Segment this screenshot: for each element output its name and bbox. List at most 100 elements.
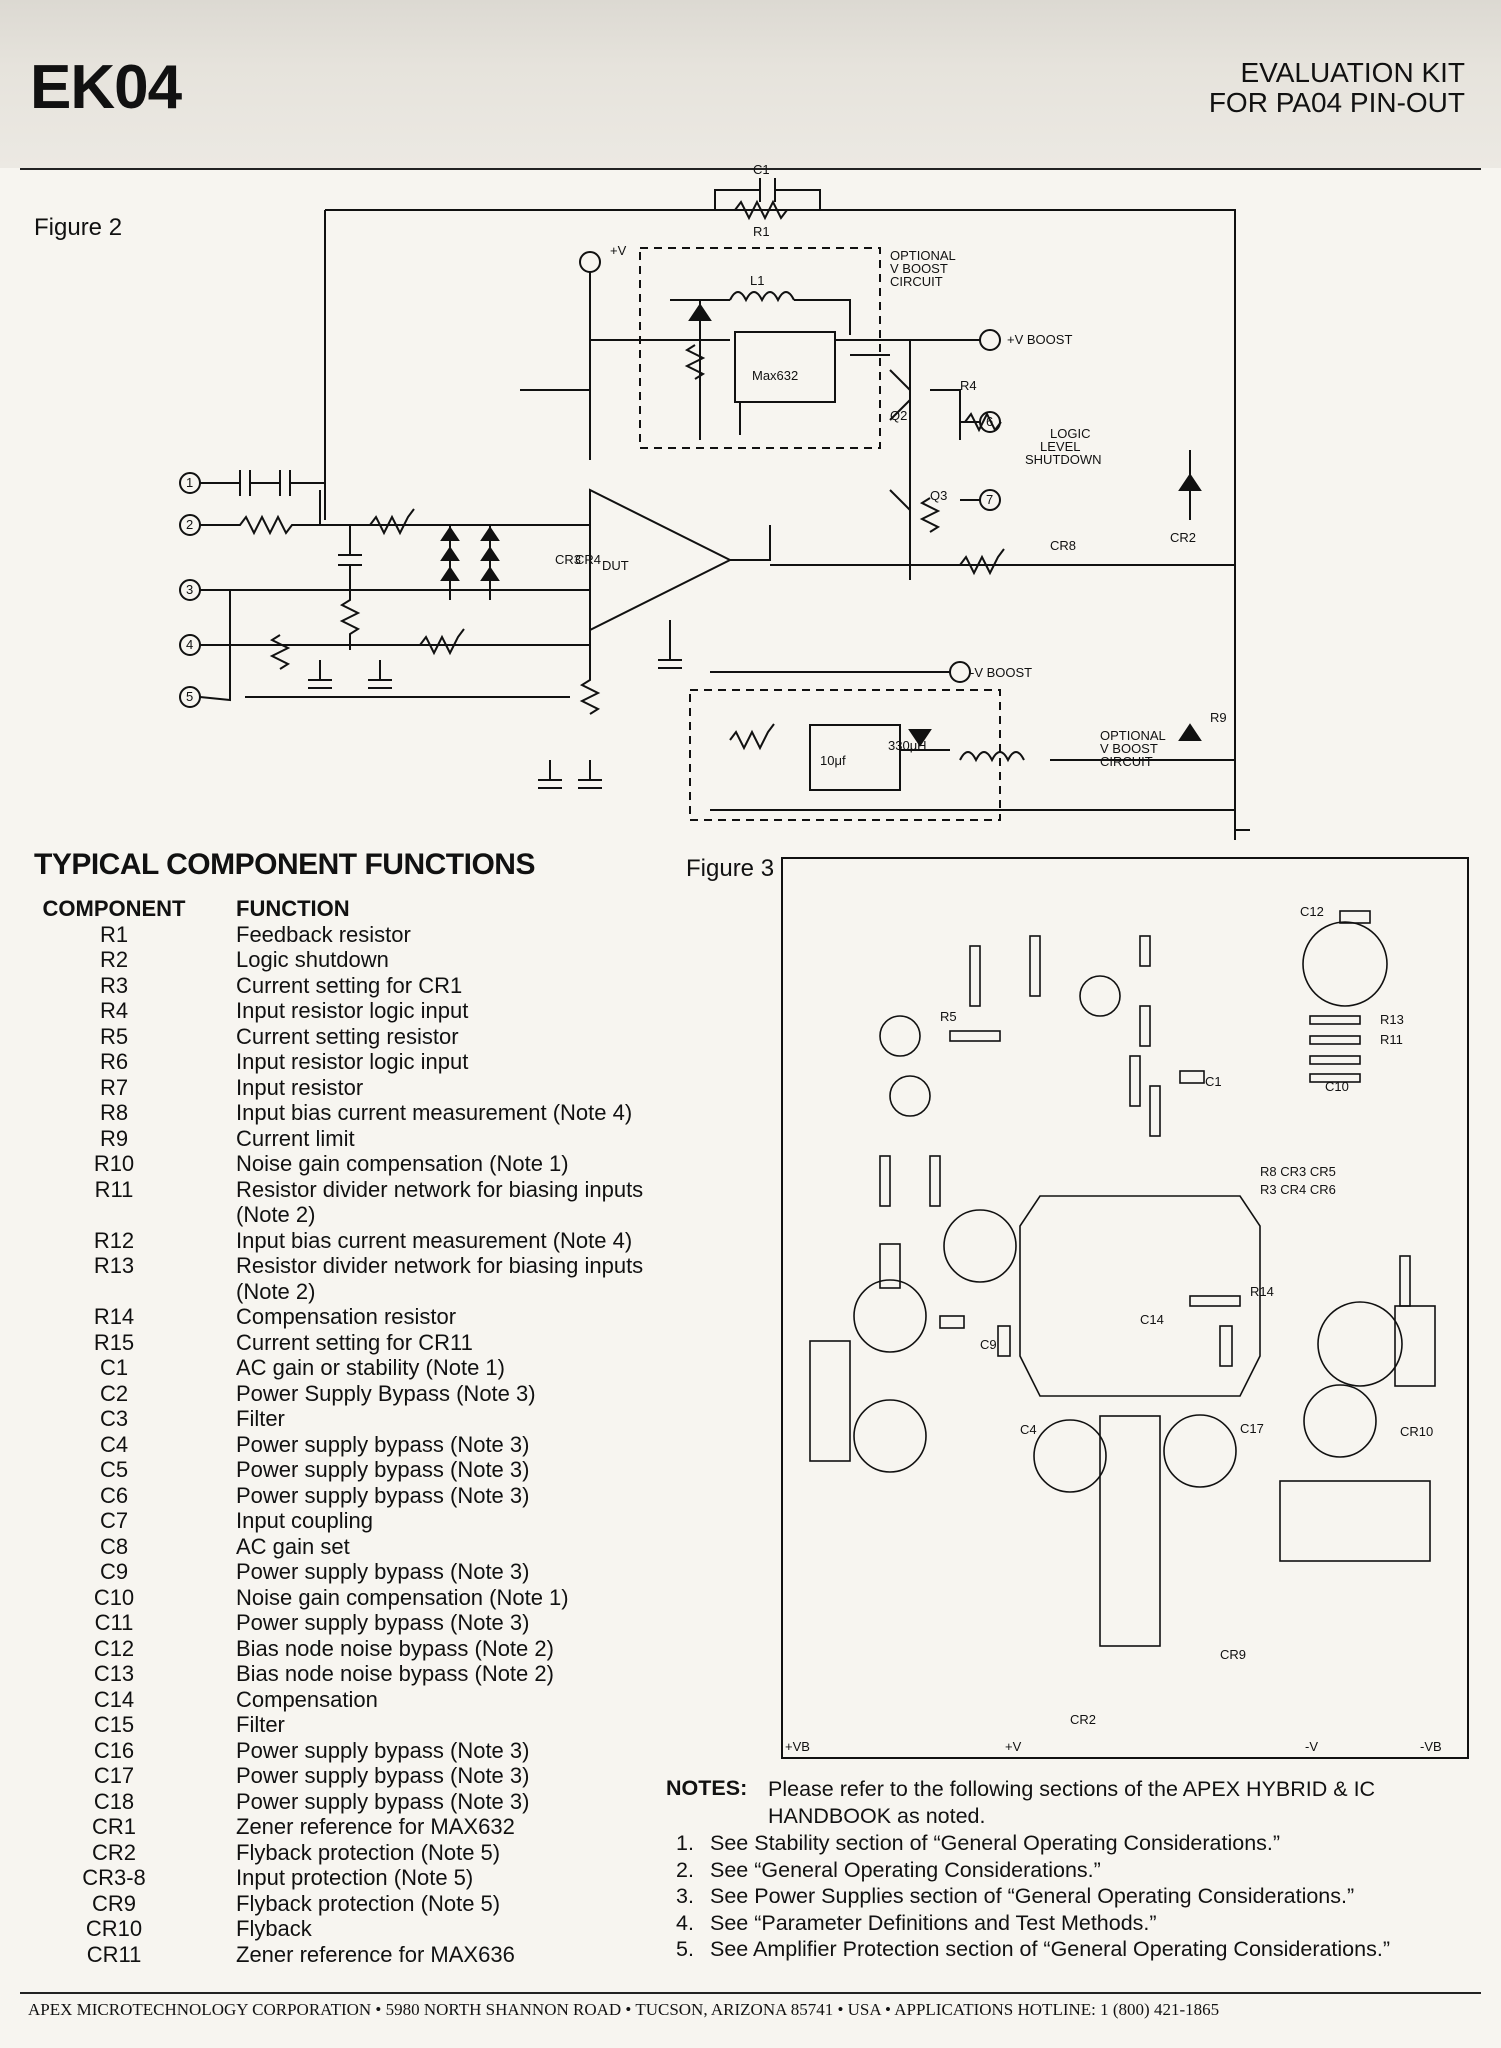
board-r13: R13 — [1380, 1012, 1404, 1027]
component-ref: C2 — [99, 1380, 129, 1406]
q2-label: R4 — [960, 378, 977, 393]
component-function: Power supply bypass (Note 3) — [236, 1788, 530, 1814]
component-function: Flyback protection (Note 5) — [236, 1839, 501, 1865]
component-function: Compensation — [236, 1686, 378, 1712]
title-line-1: EVALUATION KIT — [1240, 57, 1465, 88]
component-ref: C9 — [99, 1559, 129, 1584]
c1-label: C1 — [753, 162, 770, 177]
document-title: EVALUATION KIT FOR PA04 PIN-OUT — [1209, 58, 1465, 118]
figure-3-board-layout: +VB +V -V -VB C12 R13 R11 C10 C1 R8 CR3 … — [781, 857, 1469, 1759]
l1-label: L1 — [750, 273, 764, 288]
component-ref: C7 — [99, 1508, 129, 1533]
table-row: C10 Noise gain compensation (Note 1) — [34, 1585, 714, 1611]
component-ref: R11 — [94, 1176, 134, 1202]
note-number: 5. — [676, 1937, 694, 1961]
component-ref: C8 — [99, 1533, 129, 1559]
component-ref: R12 — [93, 1227, 135, 1253]
cr2-label: CR2 — [1170, 530, 1196, 545]
component-ref: C15 — [93, 1712, 135, 1737]
board-label-minus-v: -V — [1305, 1739, 1318, 1754]
note-text: See “General Operating Considerations.” — [710, 1857, 1101, 1882]
component-function: Current limit — [236, 1125, 355, 1151]
component-ref: R8 — [99, 1100, 129, 1125]
board-r14: R14 — [1250, 1284, 1274, 1299]
component-ref: CR2 — [91, 1839, 136, 1865]
table-row: R8 Input bias current measurement (Note 4… — [34, 1100, 714, 1126]
table-row: C9 Power supply bypass (Note 3) — [34, 1559, 714, 1585]
component-function: Zener reference for MAX636 — [236, 1941, 515, 1967]
note-item: 3.See Power Supplies section of “General… — [666, 1883, 1486, 1910]
component-ref: CR3-8 — [82, 1865, 146, 1890]
pin-1: 1 — [186, 475, 193, 490]
board-cr4-6-8: R3 CR4 CR6 — [1260, 1182, 1336, 1197]
board-c12: C12 — [1300, 904, 1324, 919]
optional-boost-bottom-line1: OPTIONAL — [1100, 728, 1166, 743]
component-function: Power supply bypass (Note 3) — [236, 1763, 530, 1788]
component-function: AC gain set — [236, 1533, 350, 1559]
board-r10: C10 — [1325, 1079, 1349, 1094]
note-number: 4. — [676, 1910, 694, 1935]
component-ref: C18 — [93, 1788, 135, 1814]
notes-header: NOTES: Please refer to the following sec… — [666, 1776, 1486, 1830]
note-item: 4.See “Parameter Definitions and Test Me… — [666, 1910, 1486, 1937]
header-divider — [20, 168, 1481, 170]
component-function: Compensation resistor — [236, 1304, 457, 1329]
component-function: Logic shutdown — [236, 947, 389, 972]
component-ref: C14 — [93, 1686, 135, 1712]
board-c14: C14 — [1140, 1312, 1164, 1327]
component-ref: C3 — [99, 1406, 129, 1431]
pin-6: 6 — [986, 414, 993, 429]
logic-line2: LEVEL — [1040, 439, 1080, 454]
component-function: Input bias current measurement (Note 4) — [236, 1100, 633, 1125]
table-row: C8 AC gain set — [34, 1534, 714, 1560]
component-function: Power supply bypass (Note 3) — [236, 1610, 530, 1635]
title-line-2: FOR PA04 PIN-OUT — [1208, 87, 1465, 118]
component-ref: CR11 — [86, 1941, 142, 1967]
optional-boost-bottom-line2: V BOOST — [1100, 741, 1158, 756]
board-c17: C17 — [1240, 1421, 1264, 1436]
component-function: Input protection (Note 5) — [236, 1865, 474, 1890]
component-ref: C16 — [93, 1737, 135, 1763]
component-function: Filter — [236, 1406, 285, 1431]
board-cr6: CR4 — [1280, 1182, 1306, 1197]
max632-label: Max632 — [752, 368, 798, 383]
component-ref: C17 — [93, 1763, 135, 1788]
table-row: CR3-8 Input protection (Note 5) — [34, 1865, 714, 1891]
r1-label: R1 — [753, 224, 770, 239]
component-function: Power supply bypass (Note 3) — [236, 1559, 530, 1584]
optional-boost-line2: V BOOST — [890, 261, 948, 276]
component-function: Current setting for CR11 — [236, 1329, 473, 1355]
component-function: Power supply bypass (Note 3) — [236, 1457, 530, 1482]
note-item: 1.See Stability section of “General Oper… — [666, 1830, 1486, 1857]
component-function: Resistor divider network for biasing inp… — [236, 1253, 644, 1304]
note-number: 3. — [676, 1884, 694, 1908]
table-header: COMPONENT FUNCTION — [34, 896, 714, 922]
component-ref: C10 — [93, 1584, 135, 1610]
component-ref: C6 — [99, 1482, 129, 1508]
component-ref: C12 — [93, 1635, 135, 1661]
logic-line1: LOGIC — [1050, 426, 1090, 441]
note-number: 2. — [676, 1857, 694, 1882]
component-function: Resistor divider network for biasing inp… — [236, 1176, 644, 1228]
board-cr10: CR10 — [1400, 1424, 1433, 1439]
column-header-component: COMPONENT — [42, 896, 186, 921]
note-item: 5.See Amplifier Protection section of “G… — [666, 1936, 1486, 1963]
board-r11: R11 — [1380, 1032, 1403, 1047]
component-function: Noise gain compensation (Note 1) — [236, 1584, 569, 1610]
cr4-label: CR4 — [575, 552, 601, 567]
component-ref: R7 — [99, 1074, 129, 1100]
component-function: Input coupling — [236, 1508, 373, 1533]
r9-label: CR8 — [1050, 538, 1076, 553]
board-cr7: CR5 — [1310, 1164, 1336, 1179]
